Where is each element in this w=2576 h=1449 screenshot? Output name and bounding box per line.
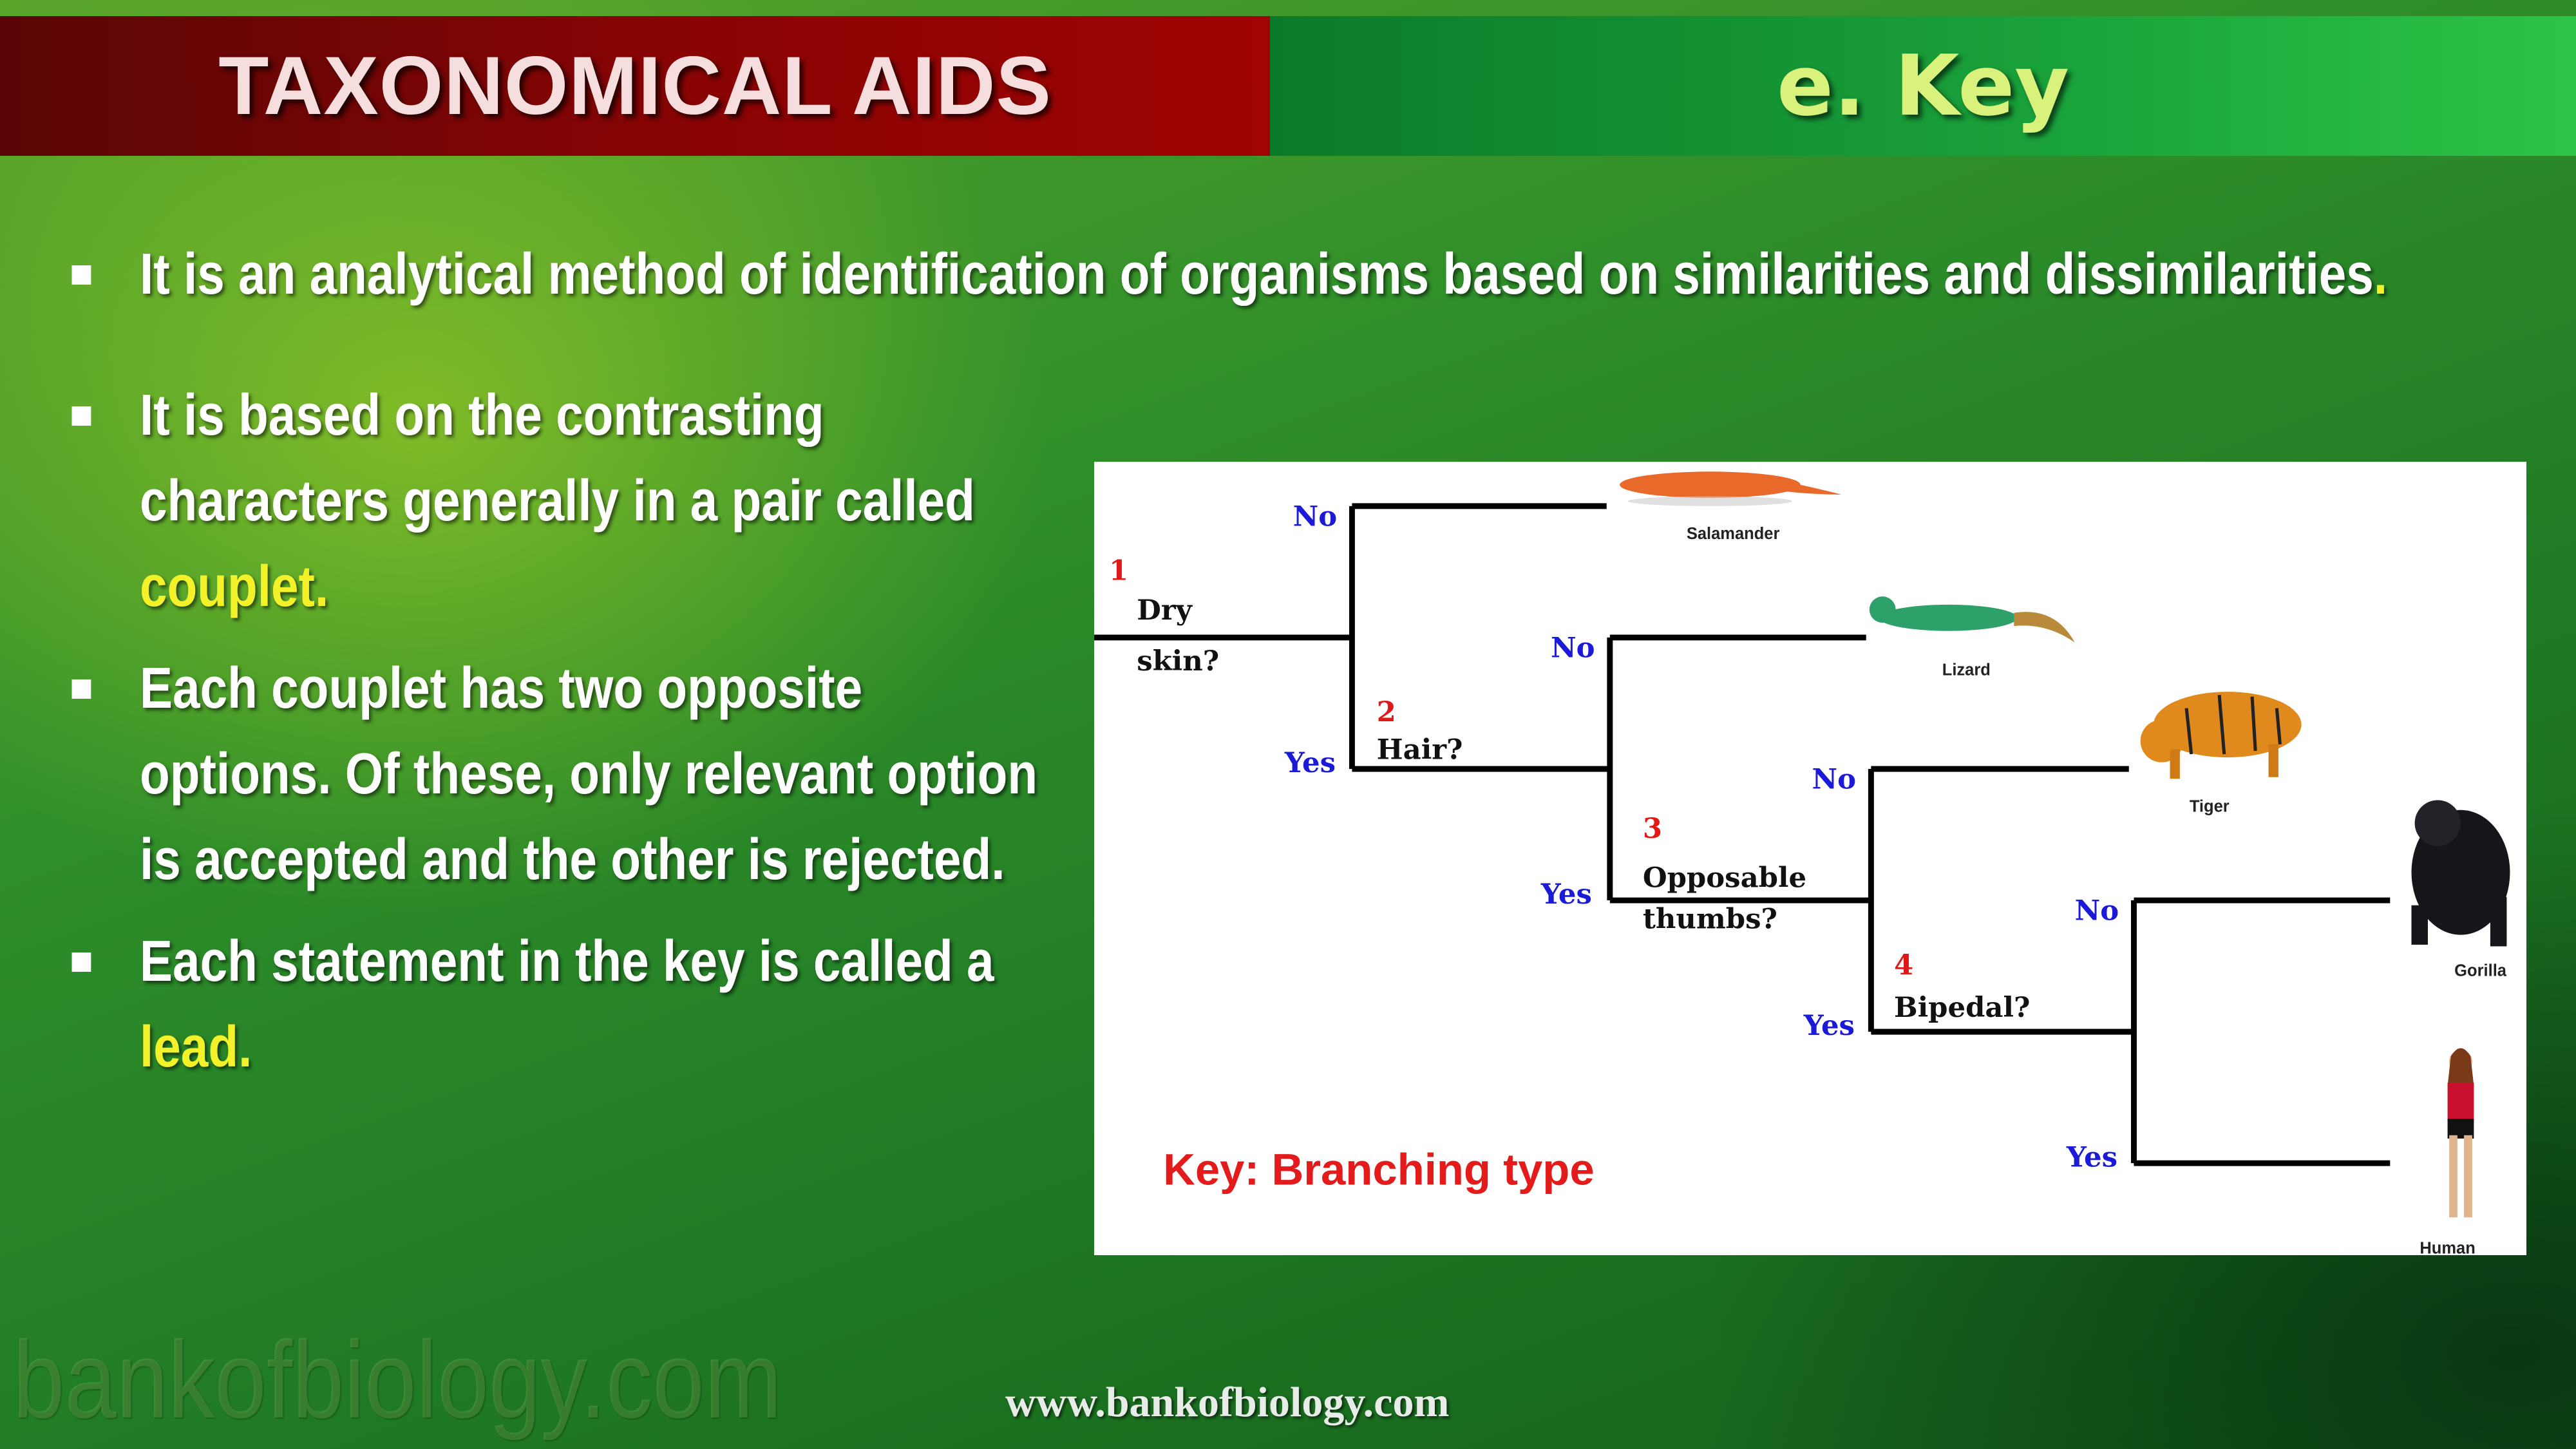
couplet-question: Dry <box>1137 594 1193 627</box>
salamander-image <box>1620 471 1842 506</box>
couplet-number: 1 <box>1109 554 1128 587</box>
couplet-question: Bipedal? <box>1894 991 2030 1024</box>
key-branches <box>1094 503 2391 1166</box>
branch-couplet-3 <box>1868 766 2134 1035</box>
dichotomous-key-diagram: 1 Dry skin? No Yes 2 Hair? No Yes 3 Oppo… <box>1094 462 2526 1255</box>
bullet-text: Each couplet has two opposite options. O… <box>140 656 1038 892</box>
bullet-text: It is an analytical method of identifica… <box>140 242 2374 307</box>
animal-label-gorilla: Gorilla <box>2454 961 2507 980</box>
animal-label-human: Human <box>2420 1239 2475 1255</box>
yes-label: Yes <box>1540 878 1592 911</box>
branch-couplet-4 <box>2130 897 2391 1166</box>
bullet-marker <box>71 265 91 285</box>
bullet-text: Each statement in the key is called a <box>140 929 994 994</box>
bullet-highlight: couplet. <box>140 554 329 619</box>
animal-label-salamander: Salamander <box>1687 525 1780 543</box>
footer-url: www.bankofbiology.com <box>1005 1379 1450 1426</box>
yes-label: Yes <box>2066 1141 2117 1173</box>
tiger-image <box>2140 692 2302 779</box>
slide-title: TAXONOMICAL AIDS <box>218 40 1052 132</box>
couplet-question: thumbs? <box>1643 902 1777 935</box>
bullet-options: Each couplet has two opposite options. O… <box>71 646 1054 903</box>
header-title-bar <box>0 16 1270 156</box>
couplet-question: Opposable <box>1643 862 1806 895</box>
couplet-question: skin? <box>1137 645 1219 677</box>
lizard-image <box>1869 596 2075 643</box>
no-label: No <box>1812 763 1857 796</box>
bullet-list: It is an analytical method of identifica… <box>71 232 2469 1090</box>
bullet-text: It is based on the contrasting character… <box>140 383 975 533</box>
no-label: No <box>1551 632 1595 665</box>
couplet-number: 3 <box>1643 812 1662 845</box>
bullet-couplet: It is based on the contrasting character… <box>71 373 1054 630</box>
no-label: No <box>1293 500 1338 533</box>
branch-couplet-2 <box>1607 634 1871 904</box>
slide-subtitle: e. Key <box>1776 37 2070 135</box>
couplet-number: 2 <box>1377 696 1396 728</box>
bullet-highlight: lead. <box>140 1015 252 1079</box>
branch-couplet-1 <box>1094 503 1610 772</box>
bullet-marker <box>71 952 91 972</box>
bullet-lead: Each statement in the key is called a le… <box>71 919 1054 1090</box>
bullet-definition: It is an analytical method of identifica… <box>71 232 2469 317</box>
human-image <box>2447 1048 2474 1218</box>
bullet-marker <box>71 679 91 699</box>
yes-label: Yes <box>1803 1009 1855 1042</box>
watermark: bankofbiology.com <box>13 1319 782 1441</box>
yes-label: Yes <box>1284 746 1336 779</box>
bullet-highlight: . <box>2373 242 2388 307</box>
gorilla-image <box>2411 800 2510 947</box>
header-subtitle-bar <box>1270 16 2576 156</box>
animal-label-tiger: Tiger <box>2190 797 2230 815</box>
couplet-question: Hair? <box>1377 734 1463 766</box>
no-label: No <box>2075 895 2119 927</box>
animal-label-lizard: Lizard <box>1942 661 1991 679</box>
key-type-label: Key: Branching type <box>1163 1144 1595 1194</box>
bullet-marker <box>71 406 91 426</box>
couplet-number: 4 <box>1894 949 1913 981</box>
